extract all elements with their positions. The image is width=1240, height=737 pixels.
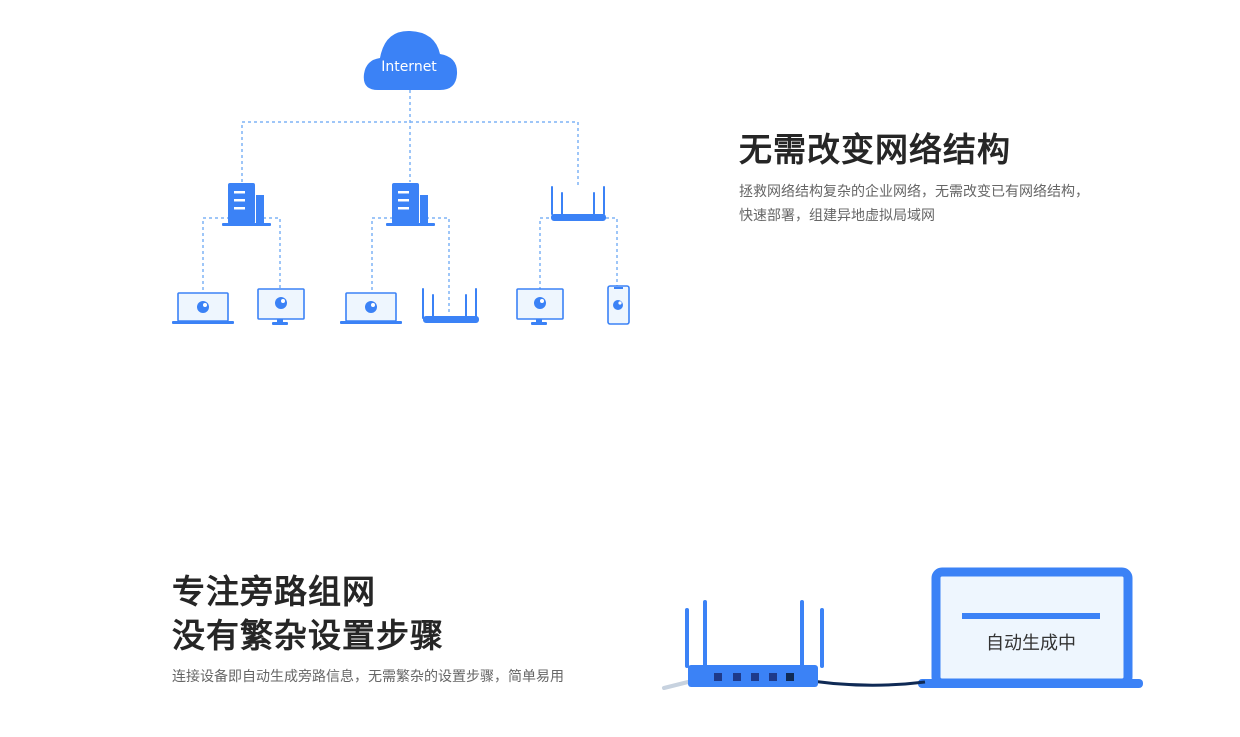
laptop-icon: [340, 292, 402, 324]
cloud-label: Internet: [381, 59, 437, 75]
monitor-icon: [257, 288, 305, 325]
laptop-screen-text: 自动生成中: [986, 633, 1076, 654]
section1-title: 无需改变网络结构: [739, 130, 1011, 169]
laptop-illustration: [918, 567, 1143, 688]
section1-desc-line2: 快速部署，组建异地虚拟局域网: [739, 208, 935, 224]
section1-desc-line1: 拯救网络结构复杂的企业网络，无需改变已有网络结构，: [739, 184, 1089, 200]
server-icon: [222, 183, 271, 226]
section2-title-line1: 专注旁路组网: [172, 572, 376, 611]
monitor-icon: [516, 288, 564, 325]
laptop-icon: [172, 292, 234, 324]
phone-icon: [607, 285, 630, 325]
section2-title-line2: 没有繁杂设置步骤: [172, 616, 444, 655]
router-icon: [551, 186, 606, 221]
router-icon: [422, 288, 479, 323]
server-icon: [386, 183, 435, 226]
section2-desc: 连接设备即自动生成旁路信息，无需繁杂的设置步骤，简单易用: [172, 669, 564, 685]
router-illustration: [662, 600, 824, 690]
cloud-icon: [363, 30, 458, 91]
